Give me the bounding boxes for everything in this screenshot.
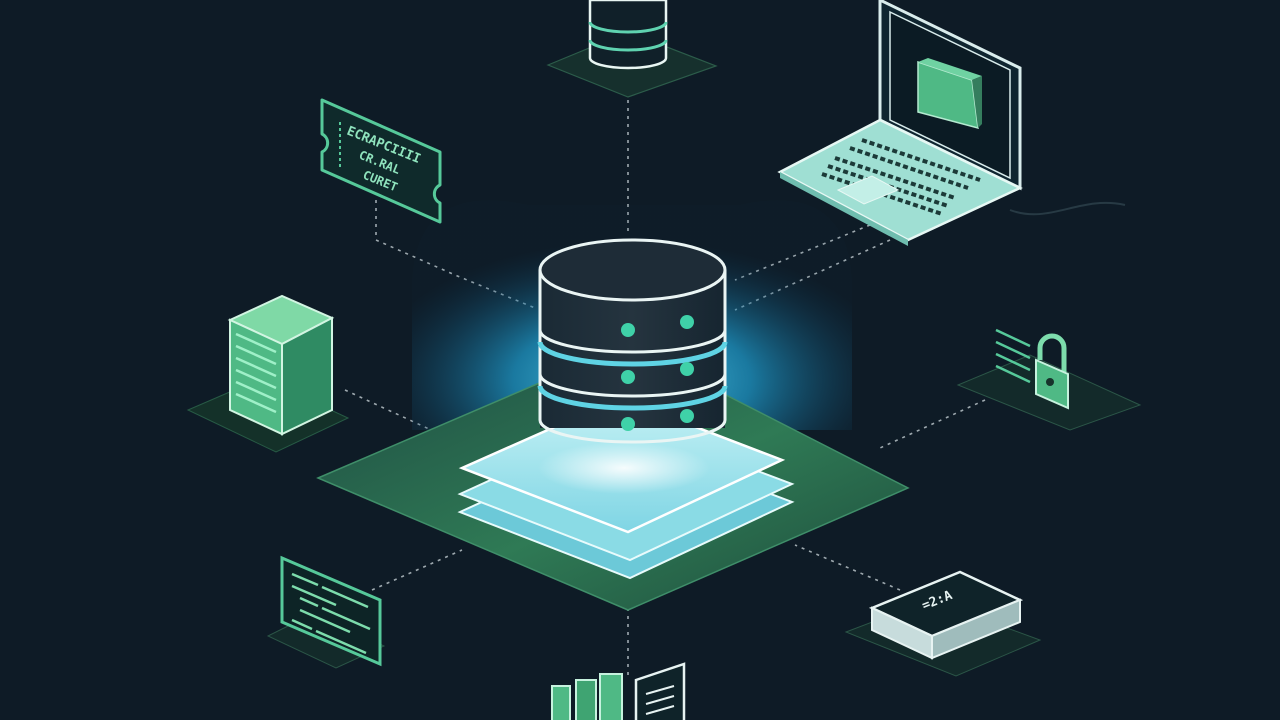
connector-drive: [794, 544, 901, 591]
node-file-archive-icon: [551, 662, 686, 720]
hub-database-icon: [537, 238, 728, 444]
node-ticket-icon: ECRAPCIIII CR.RAL CURET: [320, 98, 442, 224]
laptop-keyboard: [821, 138, 981, 216]
node-database-icon: [546, 0, 718, 98]
connector-lock: [879, 399, 986, 449]
node-code-document-icon: [266, 555, 386, 669]
laptop-cable: [1009, 201, 1126, 216]
connector-code: [371, 549, 463, 591]
node-server-icon: [186, 294, 350, 453]
node-laptop-icon: [777, 0, 1126, 246]
node-lock-icon: [956, 328, 1142, 431]
node-encrypted-drive-icon: =2:A: [844, 570, 1042, 677]
